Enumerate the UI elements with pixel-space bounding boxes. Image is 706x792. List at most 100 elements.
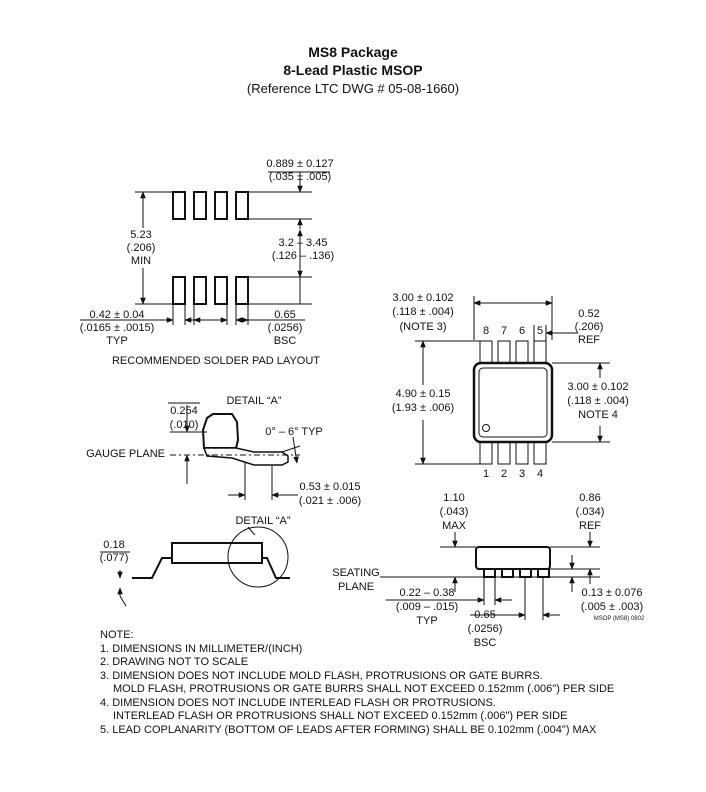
inner-gap-dimension-in: (.126 – .136) bbox=[271, 250, 335, 262]
lead bbox=[515, 340, 529, 366]
lead-ref-note: REF bbox=[578, 334, 600, 346]
body-width-mm: 3.00 ± 0.102 bbox=[567, 381, 629, 393]
lead-pitch-mm: 0.65 bbox=[474, 609, 496, 621]
pin-label: 6 bbox=[518, 325, 526, 337]
note-item: 2. DRAWING NOT TO SCALE bbox=[100, 656, 249, 668]
pad-layout-caption: RECOMMENDED SOLDER PAD LAYOUT bbox=[111, 355, 321, 367]
lead-ref-mm: 0.52 bbox=[578, 308, 600, 320]
body-height-ref-in: (.034) bbox=[575, 506, 605, 518]
pin-label: 4 bbox=[536, 468, 544, 480]
pad-width-typ-mm: 0.42 ± 0.04 bbox=[89, 309, 145, 321]
note-item: 1. DIMENSIONS IN MILLIMETER/(INCH) bbox=[100, 642, 303, 655]
package-top-view bbox=[415, 296, 610, 465]
note-item: INTERLEAD FLASH OR PROTRUSIONS SHALL NOT… bbox=[113, 710, 568, 722]
right-lead bbox=[262, 557, 290, 579]
solder-pad bbox=[235, 276, 249, 305]
body-height-ref-mm: 0.86 bbox=[579, 492, 601, 504]
pad-width-typ-note: TYP bbox=[106, 335, 128, 347]
pad-width-dimension-mm: 0.889 ± 0.127 bbox=[266, 158, 334, 170]
note-item: 5. LEAD COPLANARITY (BOTTOM OF LEADS AFT… bbox=[100, 723, 597, 736]
overall-length-in: (1.93 ± .006) bbox=[391, 402, 455, 414]
package-side-view bbox=[380, 532, 600, 620]
lead-width-note: TYP bbox=[416, 615, 438, 627]
foot-length-in: (.021 ± .006) bbox=[298, 495, 362, 507]
detail-a-label: DETAIL “A” bbox=[226, 395, 282, 407]
gauge-plane-label: GAUGE PLANE bbox=[86, 448, 165, 460]
package-side-body bbox=[171, 542, 263, 564]
seating-plane-label: SEATING bbox=[332, 567, 380, 579]
solder-pad-layout bbox=[80, 171, 330, 325]
lead bbox=[537, 568, 550, 578]
package-body bbox=[472, 361, 554, 444]
notes-heading: NOTE: bbox=[100, 629, 134, 641]
lead bbox=[533, 340, 547, 366]
pin-label: 1 bbox=[482, 468, 490, 480]
lead-ref-in: (.206) bbox=[574, 321, 604, 333]
left-lead bbox=[132, 557, 172, 579]
package-side-body bbox=[475, 546, 551, 570]
pad-pitch-mm: 0.65 bbox=[274, 309, 296, 321]
lead-thickness-mm: 0.254 bbox=[170, 405, 198, 417]
detail-a-callout-circle bbox=[227, 526, 289, 588]
pin-label: 8 bbox=[482, 325, 490, 337]
solder-pad bbox=[172, 191, 186, 220]
solder-pad bbox=[193, 276, 207, 305]
lead-pitch-in: (.0256) bbox=[467, 623, 503, 635]
lead bbox=[533, 439, 547, 465]
detail-a-view-label: DETAIL “A” bbox=[235, 515, 291, 527]
package-height-in: (.043) bbox=[439, 506, 469, 518]
package-height-mm: 1.10 bbox=[443, 492, 465, 504]
detail-a-view bbox=[100, 526, 290, 607]
solder-pad bbox=[193, 191, 207, 220]
lead bbox=[519, 568, 532, 578]
pin-label: 5 bbox=[536, 325, 544, 337]
detail-a-dimension-mm: 0.18 bbox=[103, 539, 125, 551]
package-subtitle: 8-Lead Plastic MSOP bbox=[283, 62, 423, 78]
package-width-in: (.118 ± .004) bbox=[392, 306, 454, 318]
standoff-mm: 0.13 ± 0.076 bbox=[581, 587, 643, 599]
pad-width-dimension-in: (.035 ± .005) bbox=[268, 171, 332, 183]
solder-pad bbox=[214, 191, 228, 220]
package-title: MS8 Package bbox=[308, 44, 398, 60]
lead-pitch-note: BSC bbox=[473, 637, 497, 649]
seating-plane-label: PLANE bbox=[337, 581, 375, 593]
foot-length-mm: 0.53 ± 0.015 bbox=[299, 481, 361, 493]
lead bbox=[501, 568, 514, 578]
pad-pitch-in: (.0256) bbox=[267, 322, 303, 334]
pin-label: 3 bbox=[518, 468, 526, 480]
lead-width-in: (.009 – .015) bbox=[395, 601, 459, 613]
standoff-in: (.005 ± .003) bbox=[580, 601, 644, 613]
lead-body-section bbox=[201, 413, 240, 449]
solder-pad bbox=[214, 276, 228, 305]
lead bbox=[497, 439, 511, 465]
body-height-ref-note: REF bbox=[579, 520, 601, 532]
lead-width-mm: 0.22 – 0.38 bbox=[399, 587, 455, 599]
body-width-note: NOTE 4 bbox=[578, 409, 618, 421]
lead bbox=[479, 340, 493, 366]
package-width-note: (NOTE 3) bbox=[399, 321, 447, 333]
detail-a-dimension-in: (.077) bbox=[99, 552, 129, 564]
overall-length-mm: 4.90 ± 0.15 bbox=[395, 388, 451, 400]
pad-row-bottom bbox=[172, 276, 249, 305]
pin1-marker-icon bbox=[482, 424, 490, 432]
top-leads bbox=[479, 340, 547, 366]
body-width-in: (.118 ± .004) bbox=[567, 395, 629, 407]
drawing-code: MSOP (MS8) 0802 bbox=[593, 616, 645, 622]
notes-block: NOTE: 1. DIMENSIONS IN MILLIMETER/(INCH)… bbox=[100, 629, 614, 737]
solder-pad bbox=[235, 191, 249, 220]
pad-width-typ-in: (.0165 ± .0015) bbox=[79, 322, 155, 334]
lead-angle: 0° – 6° TYP bbox=[265, 426, 323, 438]
lead-foot-section bbox=[202, 447, 289, 466]
inner-gap-dimension-mm: 3.2 – 3.45 bbox=[278, 237, 328, 249]
solder-pad bbox=[172, 276, 186, 305]
pad-pitch-note: BSC bbox=[273, 335, 297, 347]
lead-profile-detail bbox=[168, 402, 301, 500]
lead bbox=[479, 439, 493, 465]
overall-dimension-in: (.206) bbox=[126, 242, 156, 254]
overall-dimension-mm: 5.23 bbox=[130, 229, 152, 241]
overall-dimension-note: MIN bbox=[130, 255, 152, 267]
lead bbox=[497, 340, 511, 366]
bottom-leads bbox=[479, 439, 547, 465]
